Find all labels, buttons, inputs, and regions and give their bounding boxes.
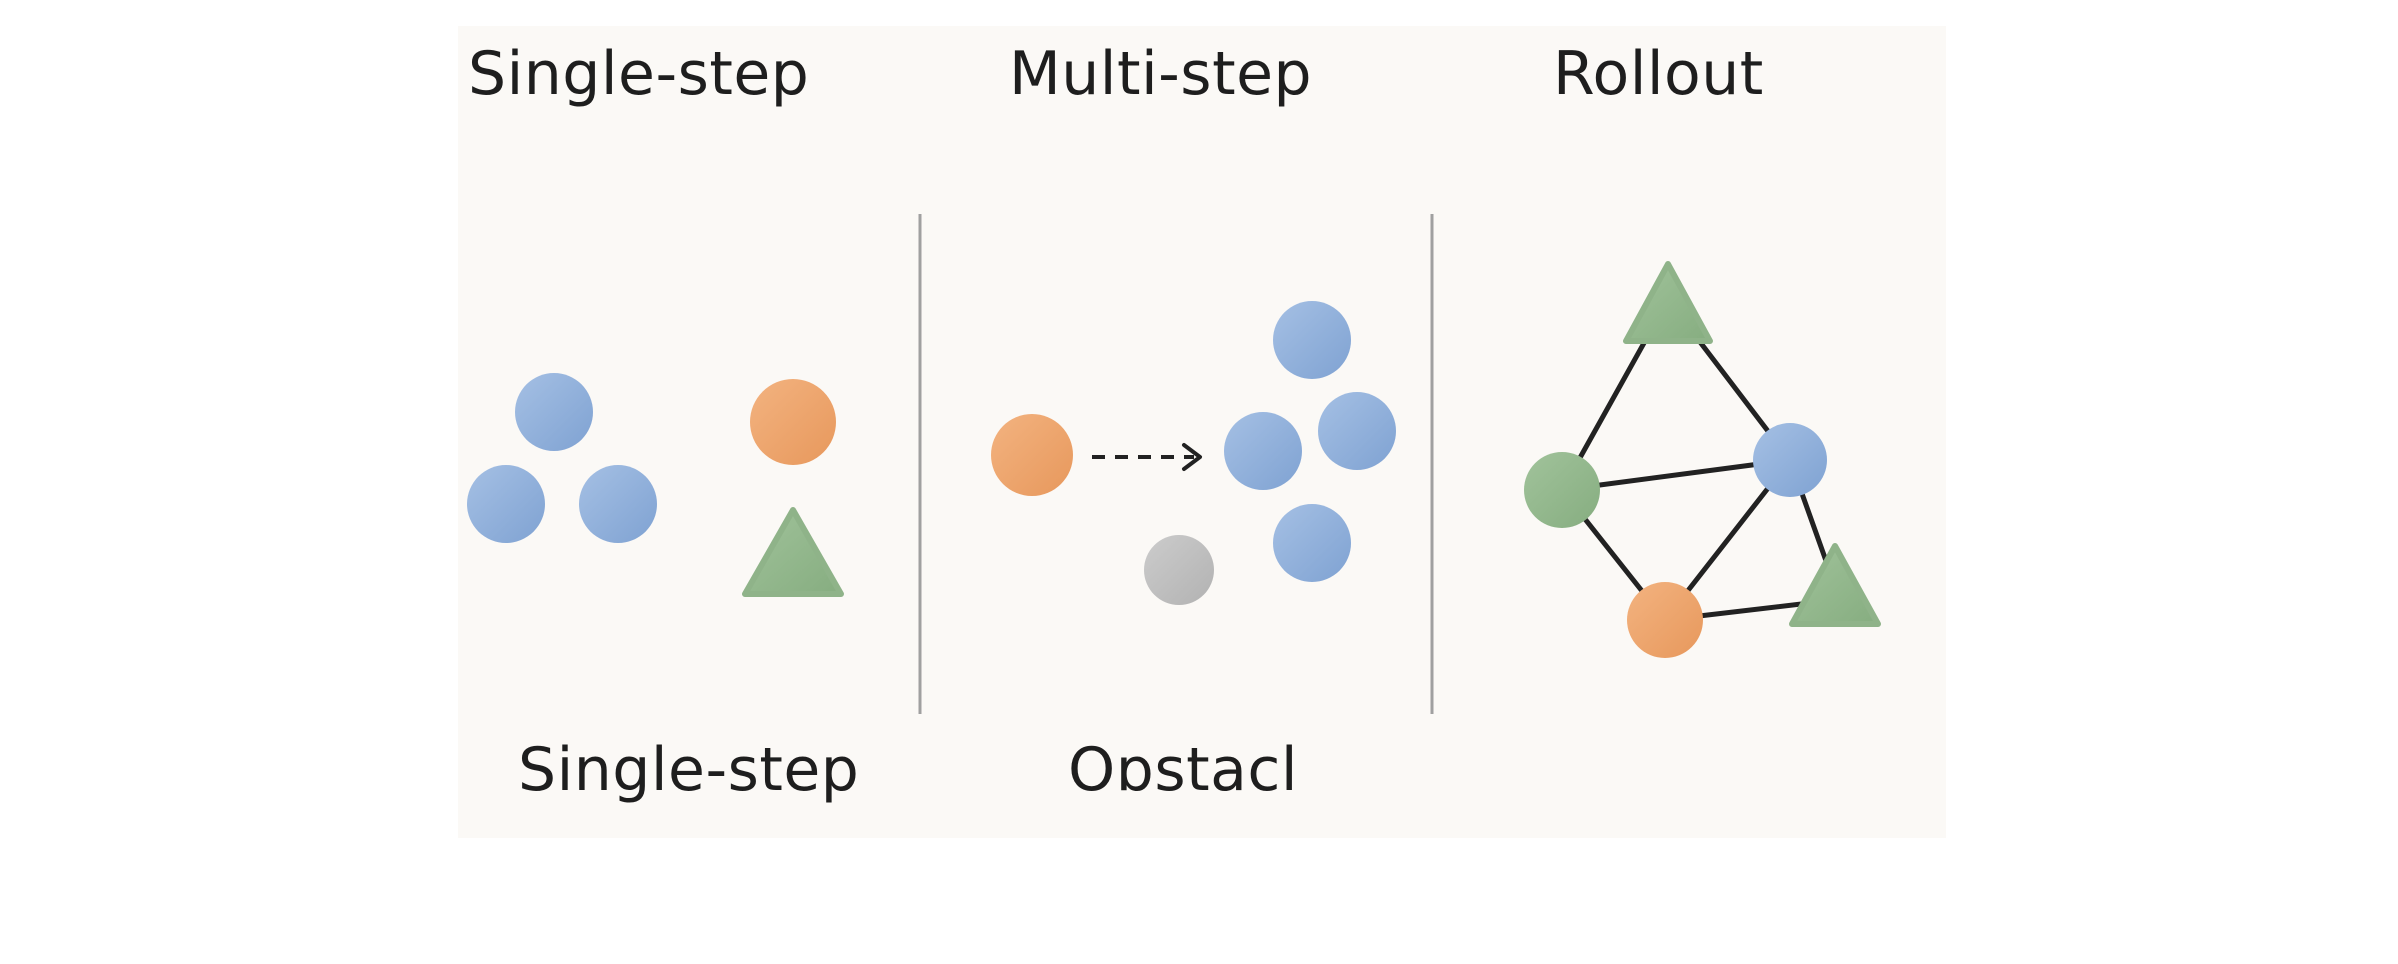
multi-step-orange-node xyxy=(991,414,1073,496)
caption-single-step: Single-step xyxy=(518,735,860,805)
section-title-rollout: Rollout xyxy=(1553,39,1764,109)
multi-step-blue-node-bottom xyxy=(1273,504,1351,582)
section-title-single-step: Single-step xyxy=(468,39,810,109)
caption-obstacle: Oɒstacl xyxy=(1068,735,1299,805)
multi-step-gray-obstacle-node xyxy=(1144,535,1214,605)
rollout-blue-node xyxy=(1753,423,1827,497)
rollout-green-triangle-top xyxy=(1623,261,1713,344)
single-step-blue-node-left xyxy=(467,465,545,543)
rollout-orange-node xyxy=(1627,582,1703,658)
multi-step-blue-node-right xyxy=(1318,392,1396,470)
rollout-edge xyxy=(1559,457,1793,493)
multi-step-blue-node-top xyxy=(1273,301,1351,379)
multi-step-arrow-head-icon xyxy=(1182,443,1202,471)
rollout-green-triangle-bottom xyxy=(1789,543,1881,627)
rollout-green-node xyxy=(1524,452,1600,528)
single-step-blue-node-right xyxy=(579,465,657,543)
section-title-multi-step: Multi-step xyxy=(1009,39,1313,109)
single-step-blue-node-top xyxy=(515,373,593,451)
single-step-orange-node xyxy=(750,379,836,465)
multi-step-blue-node-left xyxy=(1224,412,1302,490)
diagram-panel xyxy=(458,26,1946,838)
single-step-green-triangle xyxy=(742,507,844,597)
